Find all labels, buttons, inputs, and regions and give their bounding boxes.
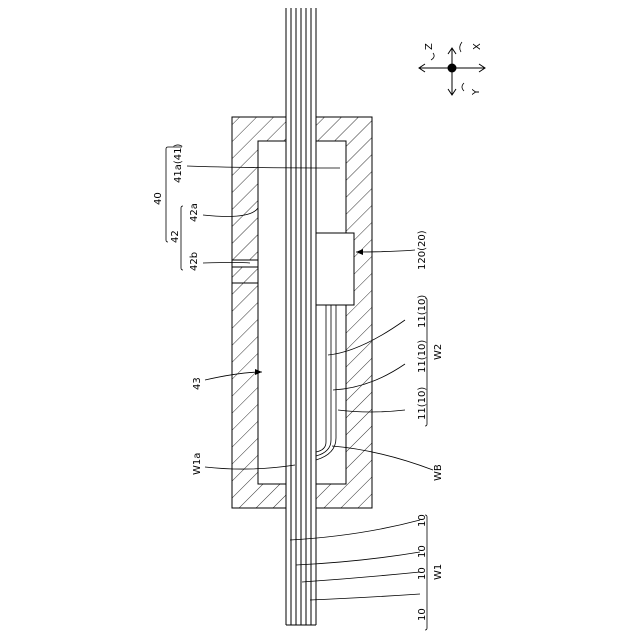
label-40: 40 [153, 192, 164, 205]
axis-x-label: X [472, 43, 483, 50]
label-42b: 42b [189, 252, 200, 271]
label-w1: W1 [433, 564, 444, 580]
label-11-second: 11(10) [417, 340, 428, 373]
label-w1a: W1a [192, 453, 203, 475]
label-w2: W2 [433, 344, 444, 360]
branch-wires [316, 305, 336, 460]
label-41a: 41a(41) [173, 144, 184, 183]
label-43: 43 [192, 377, 203, 390]
label-wire-3: 10 [417, 567, 428, 580]
label-wb: WB [433, 464, 444, 481]
axis-y-label: Y [471, 88, 482, 96]
axis-indicator: Z X Y [419, 42, 485, 96]
label-11-third: 11(10) [417, 387, 428, 420]
label-wire-4: 10 [417, 608, 428, 621]
label-120: 120(20) [417, 230, 428, 270]
axis-z-label: Z [424, 43, 435, 50]
label-42a: 42a [189, 203, 200, 222]
label-42: 42 [170, 230, 181, 243]
label-wire-1: 10 [417, 514, 428, 527]
label-wire-2: 10 [417, 545, 428, 558]
component-box [316, 233, 354, 305]
label-11-first: 11(10) [417, 295, 428, 328]
wire-bundle [286, 8, 316, 625]
